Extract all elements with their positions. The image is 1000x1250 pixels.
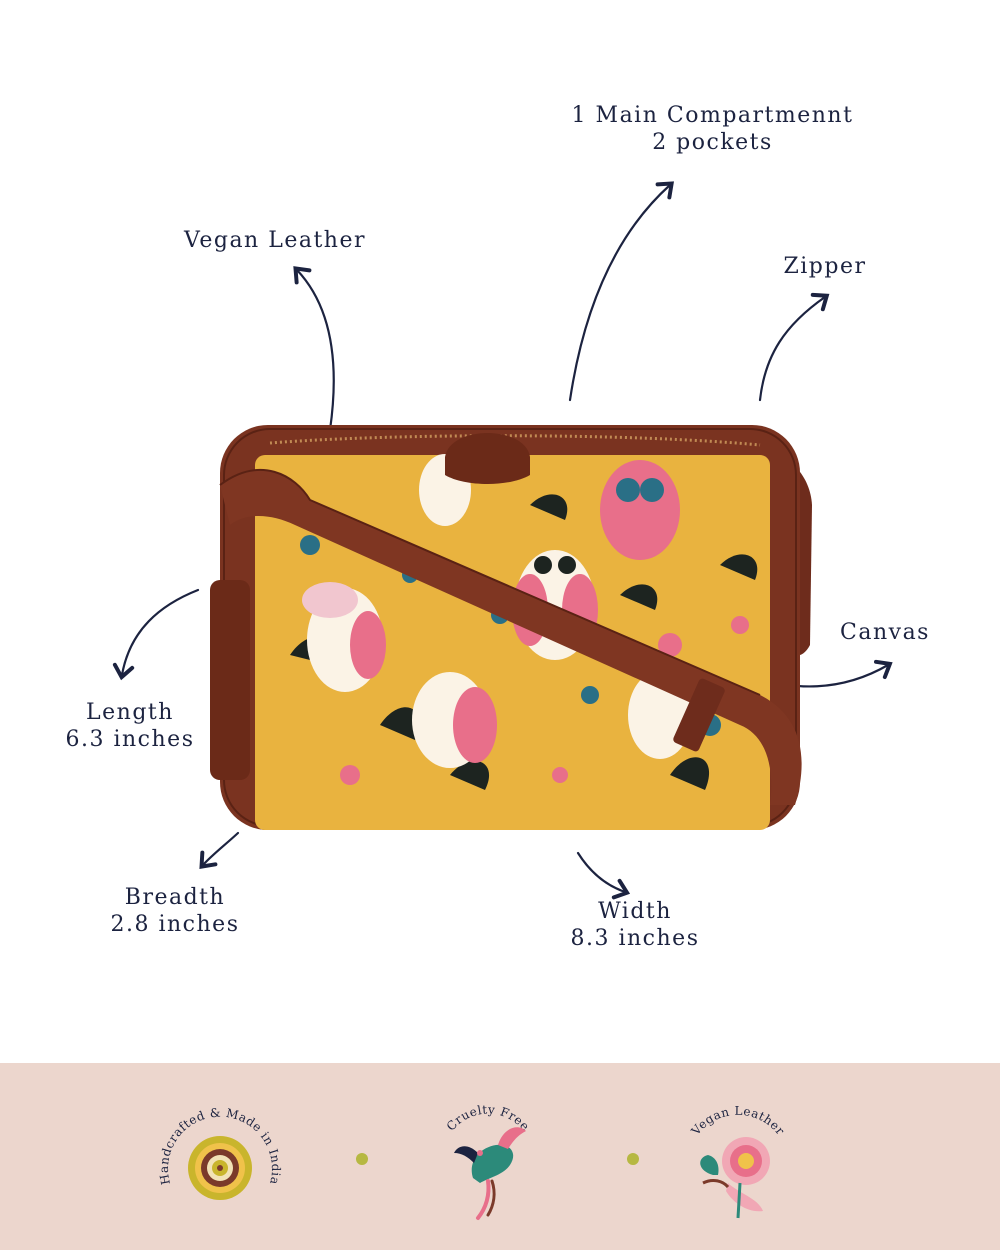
feature-cruelty-free: Cruelty Free	[444, 1102, 532, 1220]
compartments-line1: 1 Main Compartmennt	[571, 103, 854, 128]
mandala-icon	[188, 1136, 252, 1200]
feature-vegan-leather-label: Vegan Leather	[688, 1104, 787, 1139]
length-arrow	[112, 588, 200, 681]
feature-handcrafted: Handcrafted & Made in India	[157, 1105, 283, 1200]
vegan-leather-arrow	[293, 266, 335, 432]
flower-icon	[700, 1137, 770, 1219]
separator-dot-2	[627, 1153, 639, 1165]
width-arrow	[576, 851, 631, 900]
vegan-leather-callout: Vegan Leather	[183, 228, 367, 253]
breadth-line2: 2.8 inches	[110, 912, 240, 937]
zipper-callout: Zipper	[783, 254, 867, 279]
breadth-line1: Breadth	[124, 885, 226, 910]
width-line1: Width	[598, 899, 672, 924]
compartment-arrow	[568, 181, 674, 402]
separator-dot-1	[356, 1153, 368, 1165]
width-callout: Width 8.3 inches	[550, 898, 720, 952]
feature-vegan-leather: Vegan Leather	[688, 1104, 788, 1219]
zipper-arrow	[758, 292, 830, 402]
breadth-callout: Breadth 2.8 inches	[90, 884, 260, 938]
length-line1: Length	[86, 700, 174, 725]
length-callout: Length 6.3 inches	[45, 699, 215, 753]
length-line2: 6.3 inches	[65, 727, 195, 752]
compartments-callout: 1 Main Compartmennt 2 pockets	[560, 102, 865, 156]
breadth-arrow	[199, 831, 240, 869]
canvas-callout: Canvas	[840, 620, 930, 645]
compartments-line2: 2 pockets	[652, 130, 773, 155]
sling-bag-image	[210, 425, 812, 830]
width-line2: 8.3 inches	[570, 926, 700, 951]
bird-icon	[454, 1127, 526, 1220]
svg-text:Vegan Leather: Vegan Leather	[688, 1104, 788, 1139]
features-footer: Handcrafted & Made in India Cruelty Free	[0, 1063, 1000, 1250]
